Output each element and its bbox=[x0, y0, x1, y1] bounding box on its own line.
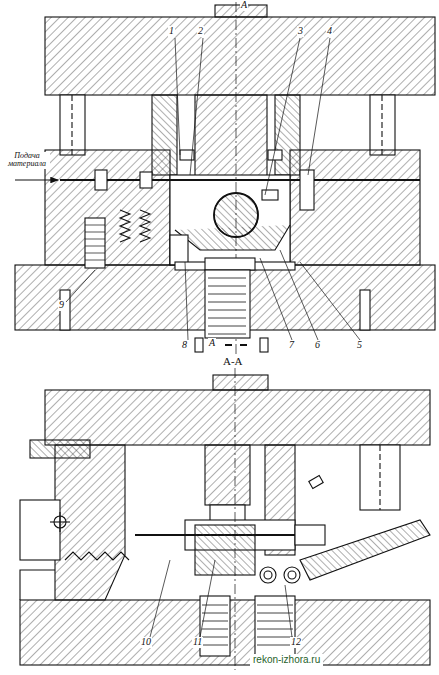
callout-number: 5 bbox=[356, 340, 363, 351]
callout-number: 7 bbox=[288, 340, 295, 351]
callout-number: 4 bbox=[326, 26, 333, 37]
sec-mark: А bbox=[208, 338, 216, 349]
callout-number: 2 bbox=[197, 26, 204, 37]
callout-number: 6 bbox=[314, 340, 321, 351]
callout-number: 10 bbox=[140, 637, 152, 648]
callout-number: 12 bbox=[290, 637, 302, 648]
callout-number: 3 bbox=[297, 26, 304, 37]
section-title: А-А bbox=[222, 356, 244, 368]
callout-number: 9 bbox=[58, 300, 65, 311]
sec-mark: А bbox=[240, 0, 248, 11]
feed-note: Подача материала bbox=[4, 152, 50, 169]
callout-number: 11 bbox=[192, 637, 203, 648]
callout-number: 1 bbox=[168, 26, 175, 37]
watermark: rekon-izhora.ru bbox=[250, 654, 323, 667]
callout-number: 8 bbox=[181, 340, 188, 351]
